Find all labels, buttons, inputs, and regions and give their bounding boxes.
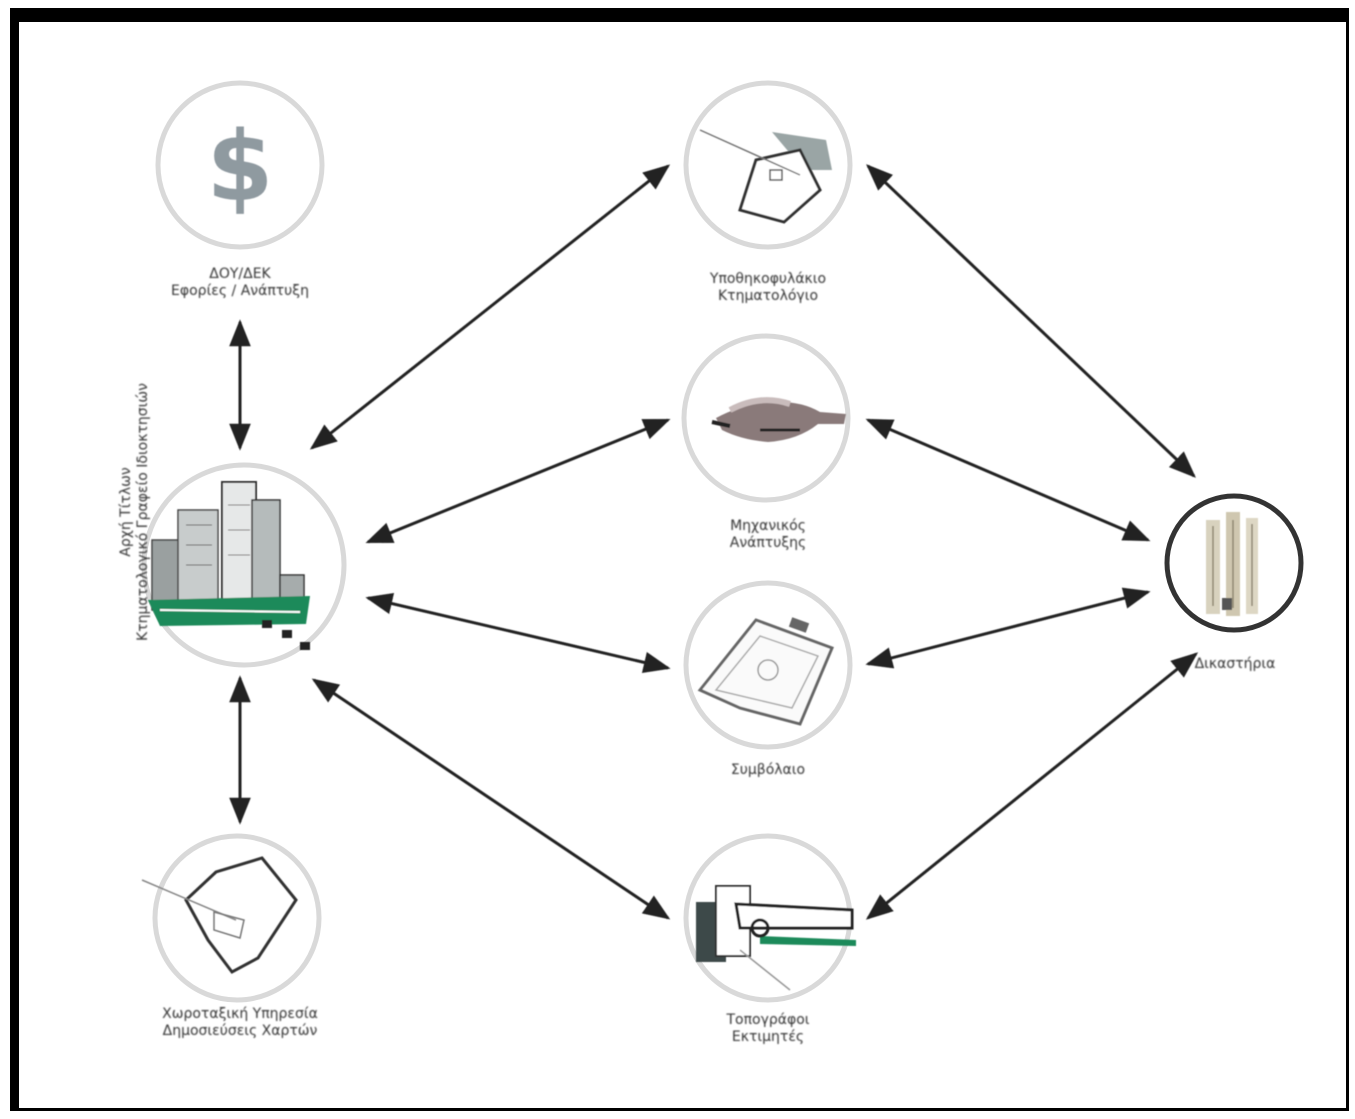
notary-node	[681, 333, 851, 503]
arrow-central-survey	[311, 678, 671, 920]
finance-label: ΔΟΥ/ΔΕΚ Εφορίες / Ανάπτυξη	[171, 266, 309, 299]
urban-planning-label: Χωροταξική Υπηρεσία Δημοσιεύσεις Χαρτών	[162, 1006, 318, 1039]
survey-label: Τοπογράφοι Εκτιμητές	[726, 1012, 810, 1045]
arrow-central-notary	[365, 418, 671, 544]
arrow-cadastre-court	[866, 164, 1196, 478]
contracts-label: Συμβόλαιο	[730, 762, 806, 778]
svg-text:$: $	[207, 111, 274, 223]
city-buildings-icon	[148, 481, 310, 650]
parcel-plan-icon	[141, 856, 298, 974]
notary-label: Μηχανικός Ανάπτυξης	[729, 518, 807, 551]
central-node	[141, 462, 347, 668]
arrow-central-cadastre	[309, 164, 671, 450]
connector-arrows	[229, 164, 1199, 920]
contracts-node	[683, 580, 853, 750]
central-side-label: Αρχή Τίτλων Κτηματολογικό Γραφείο Ιδιοκτ…	[118, 383, 151, 641]
arrow-central-contracts	[365, 593, 671, 673]
court-node	[1164, 493, 1304, 633]
court-label: Δικαστήρια	[1194, 656, 1276, 672]
arrow-contracts-court	[865, 587, 1151, 669]
dollar-sign-icon: $	[207, 111, 274, 223]
arrow-survey-court	[865, 652, 1199, 920]
parcel-map-icon	[699, 129, 832, 224]
cadastre-top-label: Υποθηκοφυλάκιο Κτηματολόγιο	[709, 271, 827, 304]
arrow-notary-court	[865, 418, 1151, 542]
survey-node	[683, 833, 856, 1003]
survey-plan-icon	[696, 885, 856, 991]
columns-icon	[1206, 512, 1258, 616]
finance-node: $	[155, 80, 325, 250]
cadastre-top-node	[683, 80, 853, 250]
document-icon	[697, 617, 834, 726]
diagram-frame	[10, 8, 1349, 1111]
urban-planning-node	[141, 833, 322, 1003]
handshake-icon	[711, 397, 846, 442]
